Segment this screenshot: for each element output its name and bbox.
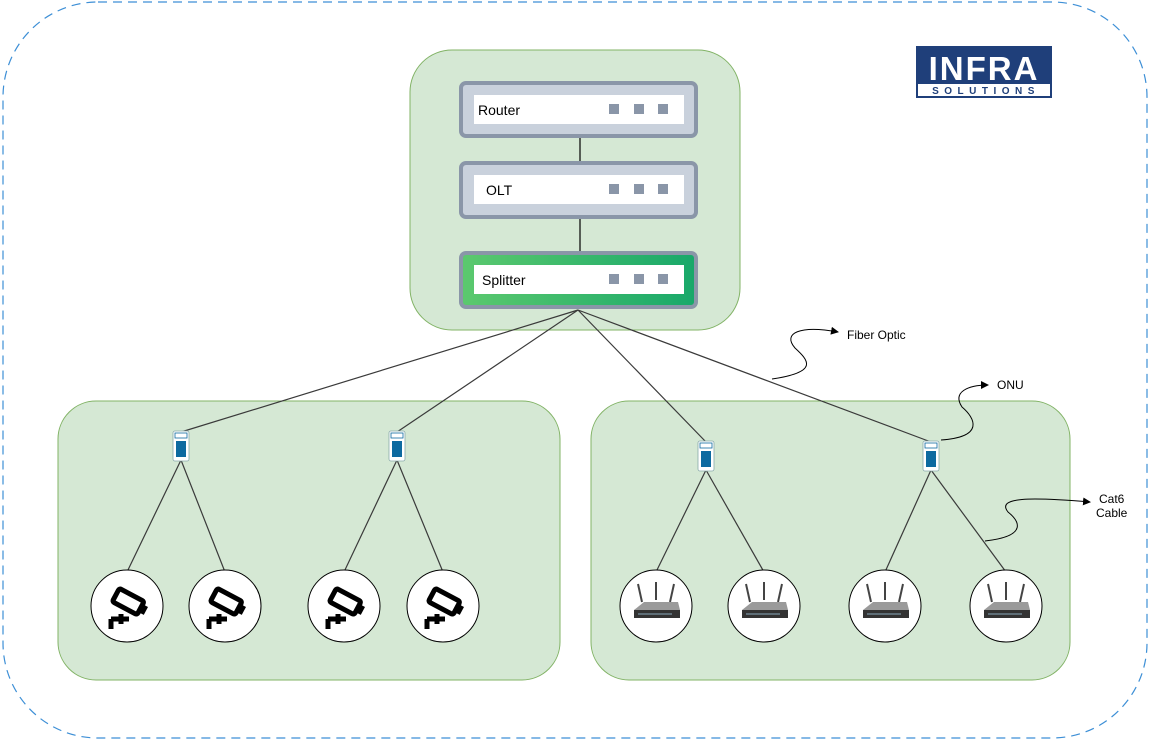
infra-solutions-logo: INFRA SOLUTIONS (916, 46, 1052, 98)
olt-label: OLT (486, 182, 513, 198)
camera-icon[interactable] (188, 569, 262, 643)
wifi-router-icon[interactable] (619, 569, 693, 643)
camera-icon[interactable] (307, 569, 381, 643)
onu-icon[interactable] (697, 440, 715, 472)
fiber-optic-callout (771, 326, 839, 380)
logo-main-text: INFRA (929, 50, 1040, 87)
cat6-label-line1: Cat6 (1099, 492, 1125, 506)
onu-icon[interactable] (388, 430, 406, 462)
logo-sub-text: SOLUTIONS (932, 86, 1040, 97)
splitter-device[interactable]: Splitter (459, 251, 698, 309)
wifi-router-icon[interactable] (727, 569, 801, 643)
splitter-label: Splitter (482, 272, 526, 288)
onu-callout (940, 381, 989, 441)
camera-icon[interactable] (90, 569, 164, 643)
wifi-router-icon[interactable] (848, 569, 922, 643)
fiber-links (180, 309, 932, 443)
cat6-label-line2: Cable (1096, 506, 1128, 520)
fiber-optic-label: Fiber Optic (847, 328, 906, 342)
olt-device[interactable]: OLT (459, 161, 698, 219)
router-device[interactable]: Router (459, 81, 698, 138)
router-label: Router (478, 102, 520, 118)
onu-icon[interactable] (922, 440, 940, 472)
onu-icon[interactable] (172, 430, 190, 462)
wifi-router-icon[interactable] (969, 569, 1043, 643)
onu-label: ONU (997, 378, 1024, 392)
cat6-links (126, 459, 1007, 573)
camera-icon[interactable] (406, 569, 480, 643)
cat6-callout (984, 497, 1091, 542)
